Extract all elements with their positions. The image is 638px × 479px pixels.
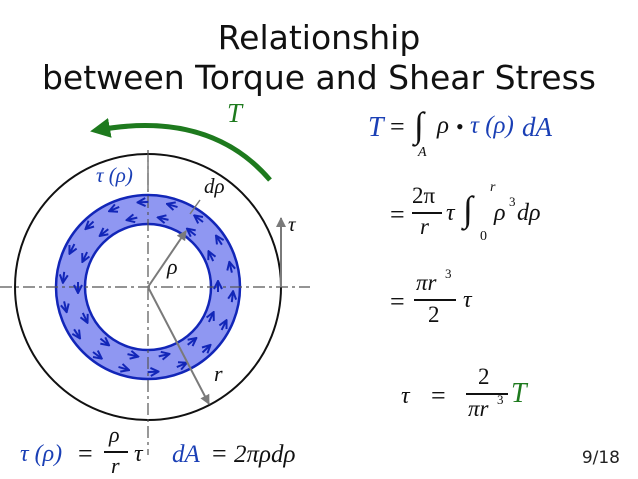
shear-arrow bbox=[209, 252, 213, 262]
shear-arrow bbox=[232, 292, 233, 303]
shear-arrow bbox=[187, 339, 196, 345]
eq2-d: dρ bbox=[517, 200, 541, 226]
annulus-ring bbox=[56, 195, 240, 379]
bl-num: ρ bbox=[109, 422, 120, 447]
bm-equals: = bbox=[212, 439, 227, 468]
eq2-integral: ∫ bbox=[463, 189, 473, 229]
bm-rhs: 2πρdρ bbox=[234, 441, 296, 468]
shear-arrow bbox=[64, 301, 66, 311]
eq1-integral: ∫ bbox=[414, 105, 424, 145]
eq4-num: 2 bbox=[478, 364, 490, 389]
shear-arrow bbox=[188, 229, 197, 235]
eq2-rho: ρ bbox=[494, 200, 506, 226]
torque-label: T bbox=[227, 98, 243, 128]
shear-arrow bbox=[83, 251, 87, 261]
eq2-tau: τ bbox=[446, 200, 455, 226]
title-line-2: between Torque and Shear Stress bbox=[41, 58, 596, 97]
bl-lhs: τ (ρ) bbox=[20, 441, 63, 467]
eq2-pow: 3 bbox=[509, 194, 516, 209]
shear-arrow bbox=[63, 271, 64, 282]
shear-arrow bbox=[99, 339, 108, 345]
eq4-tau: τ bbox=[401, 383, 410, 409]
bl-tau: τ bbox=[134, 441, 143, 467]
eq3-tau: τ bbox=[463, 287, 472, 313]
eq4-fraction-bar bbox=[466, 393, 508, 395]
bl-fraction-bar bbox=[104, 451, 128, 453]
eq2-equals: = bbox=[390, 200, 405, 229]
rho-radius-arrow bbox=[147, 230, 187, 288]
shear-arrow bbox=[138, 202, 149, 203]
bl-equals: = bbox=[78, 439, 93, 468]
shear-stress-arrows bbox=[63, 202, 233, 372]
eq2-den: r bbox=[420, 214, 429, 239]
eq2-lower: 0 bbox=[480, 229, 487, 244]
eq3-num-pow: 3 bbox=[445, 266, 452, 281]
torque-arrow bbox=[90, 118, 272, 182]
shear-arrow bbox=[195, 216, 204, 222]
tau-rho-label: τ (ρ) bbox=[96, 163, 133, 187]
shear-arrow bbox=[92, 352, 101, 358]
shear-arrow bbox=[127, 354, 138, 356]
shear-arrow bbox=[217, 236, 222, 246]
eq3-den: 2 bbox=[428, 302, 440, 327]
bl-den: r bbox=[111, 453, 120, 478]
eq1-lhs: T bbox=[368, 112, 384, 143]
shear-arrow bbox=[209, 313, 213, 323]
shear-arrow bbox=[159, 218, 169, 220]
shear-arrow bbox=[176, 363, 186, 367]
shear-arrow bbox=[128, 218, 138, 220]
title-line-1: Relationship bbox=[217, 18, 421, 57]
eq1-sub: A bbox=[418, 145, 427, 160]
eq4-torque: T bbox=[511, 378, 527, 409]
eq2-num: 2π bbox=[412, 183, 436, 208]
bm-lhs: dA bbox=[172, 441, 200, 468]
eq4-equals: = bbox=[431, 381, 446, 410]
eq1-equals: = bbox=[390, 112, 405, 141]
r-radius-arrow bbox=[147, 286, 210, 405]
shear-arrow bbox=[230, 263, 232, 273]
drho-label: dρ bbox=[204, 174, 225, 198]
eq1-dot: • bbox=[456, 114, 464, 139]
eq1-rho: ρ bbox=[437, 112, 449, 139]
shear-arrow bbox=[222, 321, 227, 331]
shear-arrow bbox=[70, 243, 75, 253]
eq1-da: dA bbox=[522, 112, 552, 142]
eq2-fraction-bar bbox=[412, 212, 442, 214]
eq3-num: πr bbox=[416, 270, 437, 295]
shear-arrow bbox=[100, 229, 109, 235]
rho-label: ρ bbox=[167, 254, 178, 279]
shear-arrow bbox=[74, 328, 79, 337]
shear-arrow bbox=[147, 372, 158, 373]
shear-arrow bbox=[86, 222, 93, 229]
shear-arrow bbox=[110, 207, 120, 211]
eq4-den-pow: 3 bbox=[497, 392, 504, 407]
shear-arrow bbox=[118, 367, 129, 370]
page-number: 9/18 bbox=[581, 448, 620, 468]
eq4-den: πr bbox=[468, 396, 489, 421]
eq3-equals: = bbox=[390, 287, 405, 316]
shear-arrow bbox=[158, 354, 169, 356]
eq3-fraction-bar bbox=[414, 299, 456, 301]
eq1-tau: τ (ρ) bbox=[470, 112, 514, 139]
tau-edge-label: τ bbox=[288, 212, 296, 236]
shear-arrow bbox=[168, 204, 178, 207]
shear-arrow bbox=[203, 346, 210, 353]
eq2-upper: r bbox=[490, 180, 496, 195]
shear-arrow bbox=[83, 312, 87, 322]
drho-leader bbox=[189, 199, 201, 215]
r-label: r bbox=[214, 361, 223, 386]
